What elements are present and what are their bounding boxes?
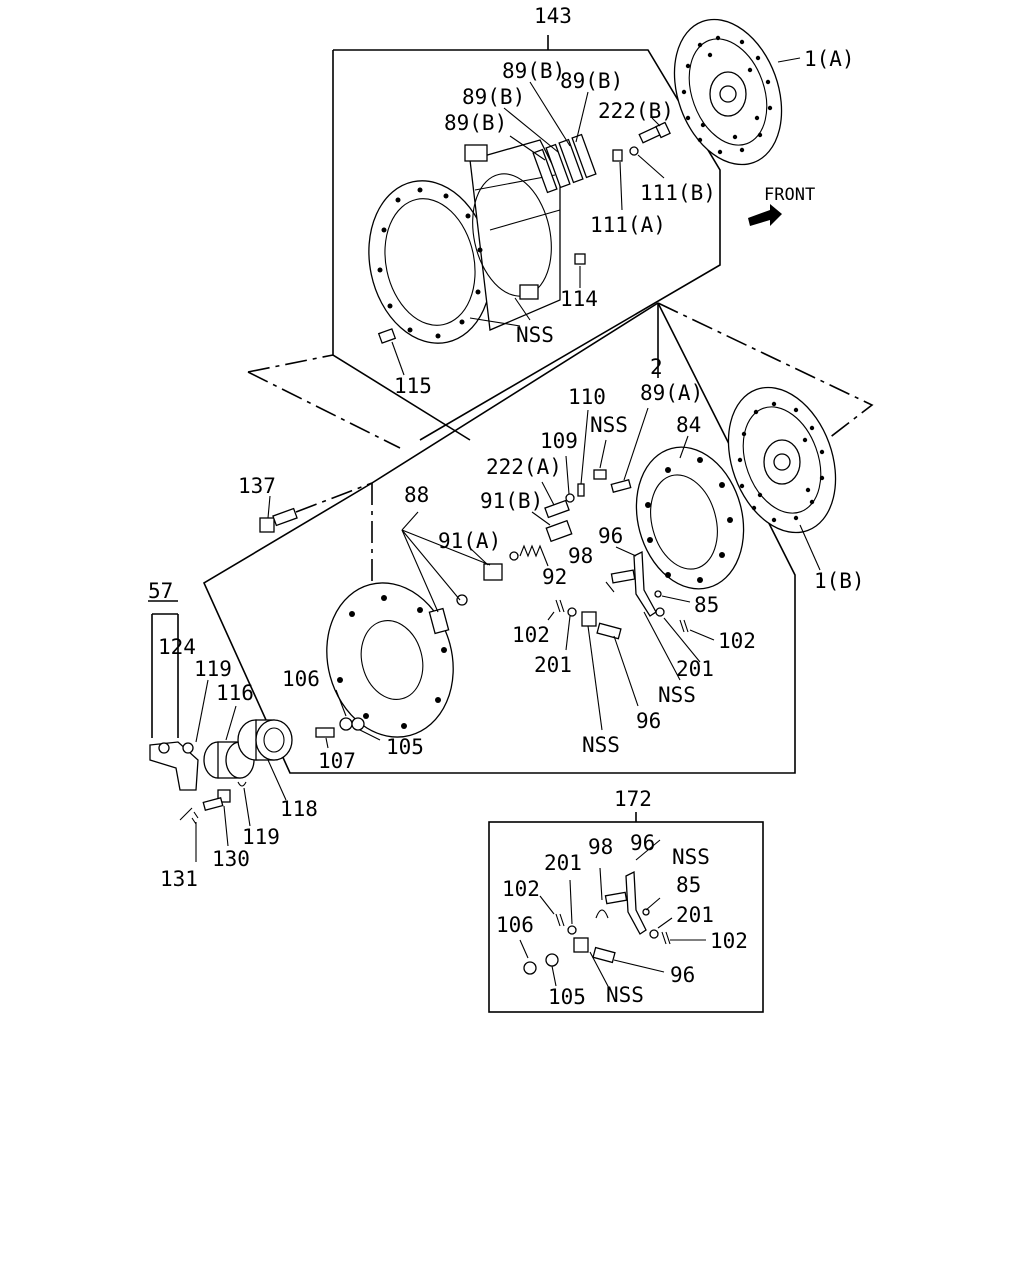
- label-201: 201: [676, 657, 714, 681]
- label-89a: 89(A): [640, 381, 703, 405]
- label-nss: NSS: [658, 683, 696, 707]
- label-115: 115: [394, 374, 432, 398]
- label-92: 92: [542, 565, 567, 589]
- label-98: 98: [588, 835, 613, 859]
- label-172: 172: [614, 787, 652, 811]
- washer-111b: [629, 146, 665, 179]
- sleeve-91b: [531, 511, 573, 543]
- nss-top-leader: [469, 297, 531, 327]
- label-96: 96: [630, 831, 655, 855]
- label-102: 102: [512, 623, 550, 647]
- label-102: 102: [710, 929, 748, 953]
- part-labels: 143 1(A) 89(B) 89(B) 89(B) 89(B) 222(B) …: [148, 4, 865, 1009]
- label-91a: 91(A): [438, 529, 501, 553]
- clutch-disc-1b: [727, 386, 837, 571]
- front-arrow-icon: [748, 204, 782, 226]
- spring-92: [519, 544, 549, 567]
- label-84: 84: [676, 413, 701, 437]
- label-201: 201: [534, 653, 572, 677]
- pressure-plate-84: [635, 435, 745, 590]
- label-nss: NSS: [590, 413, 628, 437]
- label-85: 85: [694, 593, 719, 617]
- bearing-sleeve-118: [237, 719, 293, 801]
- clutch-cover-88: [326, 511, 491, 738]
- label-143: 143: [534, 4, 572, 28]
- label-106: 106: [282, 667, 320, 691]
- label-89b: 89(B): [560, 69, 623, 93]
- bushing-91a: [469, 547, 519, 581]
- pressure-plate-cover-top: [368, 139, 561, 344]
- label-102: 102: [718, 629, 756, 653]
- label-111b: 111(B): [640, 181, 716, 205]
- label-98: 98: [568, 544, 593, 568]
- label-91b: 91(B): [480, 489, 543, 513]
- lever-89a: [610, 407, 649, 493]
- bolt-222a: [541, 481, 570, 519]
- label-116: 116: [216, 681, 254, 705]
- nss-bolt-mid: [593, 439, 607, 480]
- label-96: 96: [636, 709, 661, 733]
- label-2: 2: [650, 355, 663, 379]
- label-124: 124: [158, 635, 196, 659]
- label-88: 88: [404, 483, 429, 507]
- label-119: 119: [194, 657, 232, 681]
- clip-119-lower: [237, 781, 251, 827]
- label-nss: NSS: [582, 733, 620, 757]
- release-levers-89b: [503, 81, 597, 194]
- label-105: 105: [386, 735, 424, 759]
- label-96: 96: [598, 524, 623, 548]
- kit-172-parts: [519, 839, 706, 991]
- yoke-parts-mid: [547, 546, 715, 731]
- front-label: FRONT: [764, 185, 815, 205]
- clutch-disc-1a: [673, 18, 801, 166]
- assembly-143-outline: [247, 35, 721, 449]
- label-nss: NSS: [672, 845, 710, 869]
- label-222b: 222(B): [598, 99, 674, 123]
- washers-105-106-107: [315, 689, 381, 749]
- label-110: 110: [568, 385, 606, 409]
- label-1a: 1(A): [804, 47, 855, 71]
- label-89b: 89(B): [502, 59, 565, 83]
- label-107: 107: [318, 749, 356, 773]
- clip-131: [179, 807, 199, 862]
- label-119: 119: [242, 825, 280, 849]
- clip-111a: [612, 149, 623, 211]
- label-137: 137: [238, 474, 276, 498]
- bolt-130: [202, 789, 231, 847]
- label-201: 201: [676, 903, 714, 927]
- release-fork-57: [148, 600, 209, 791]
- assembly-2-outline: [202, 302, 874, 774]
- label-1b: 1(B): [814, 569, 865, 593]
- kit-172-box: [488, 812, 764, 1013]
- release-bearing-116: [203, 705, 255, 779]
- label-96: 96: [670, 963, 695, 987]
- bolt-222b: [638, 117, 671, 144]
- label-201: 201: [544, 851, 582, 875]
- pin-110: [577, 409, 589, 497]
- bolt-137: [259, 482, 373, 533]
- label-106: 106: [496, 913, 534, 937]
- label-114: 114: [560, 287, 598, 311]
- label-57: 57: [148, 579, 173, 603]
- label-222a: 222(A): [486, 455, 562, 479]
- label-111a: 111(A): [590, 213, 666, 237]
- label-nss: NSS: [606, 983, 644, 1007]
- label-109: 109: [540, 429, 578, 453]
- label-105: 105: [548, 985, 586, 1009]
- label-89b: 89(B): [444, 111, 507, 135]
- label-102: 102: [502, 877, 540, 901]
- washer-109: [565, 455, 575, 503]
- label-89b: 89(B): [462, 85, 525, 109]
- pin-114: [574, 253, 586, 288]
- dowel-115: [377, 328, 405, 376]
- label-131: 131: [160, 867, 198, 891]
- label-118: 118: [280, 797, 318, 821]
- label-85: 85: [676, 873, 701, 897]
- label-nss: NSS: [516, 323, 554, 347]
- label-130: 130: [212, 847, 250, 871]
